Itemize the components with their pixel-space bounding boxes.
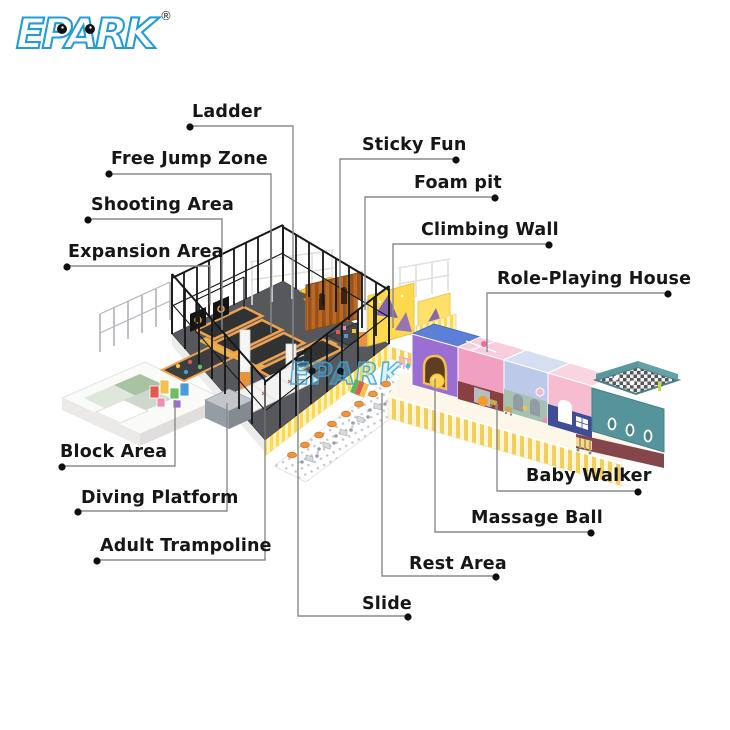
role-playing-house-leader-line — [486, 292, 668, 352]
slide-leader-line — [297, 373, 408, 617]
ladder-leader-line — [190, 125, 294, 370]
court-fence — [171, 224, 390, 440]
trampoline-court: EPARK — [159, 224, 457, 457]
callout-label-block-area: Block Area — [60, 442, 168, 462]
sticky-fun-leader-line — [339, 158, 456, 289]
orange-ball — [477, 395, 489, 407]
block-area-leader-line — [62, 400, 176, 467]
shooting-area-leader-line — [88, 218, 223, 330]
callout-label-free-jump-zone: Free Jump Zone — [111, 149, 268, 169]
diving-platform-leader-line — [78, 403, 228, 512]
callout-label-baby-walker: Baby Walker — [526, 466, 652, 486]
kid-figure — [542, 417, 548, 423]
callout-label-role-playing-house: Role-Playing House — [497, 269, 692, 289]
kid-figure — [405, 363, 411, 369]
scaffold-frames — [249, 249, 451, 305]
ladder-rungs — [295, 348, 305, 371]
brand-logo: EPARK ® — [15, 8, 172, 59]
house-pink-navy — [546, 362, 616, 439]
callout-label-diving-platform: Diving Platform — [81, 488, 239, 508]
logo-eye-glint — [61, 26, 64, 29]
foam-pit-leader-line — [364, 196, 495, 310]
logo-eye-icon — [57, 24, 67, 34]
callout-label-expansion-area: Expansion Area — [68, 242, 224, 262]
logo-eye-icon — [85, 24, 95, 34]
expansion-area-leader-line — [67, 265, 211, 305]
free-jump-zone-leader-line — [109, 173, 272, 333]
kid-figure — [522, 405, 528, 411]
climbing-wall-leader-line — [392, 243, 549, 328]
rest-area-stools — [287, 380, 391, 459]
house-teal — [576, 361, 682, 468]
adult-trampoline-leader-line — [97, 385, 266, 561]
logo-eye-glint — [89, 26, 92, 29]
rest-area-leader-line — [381, 393, 496, 577]
diving-platform-box — [204, 388, 254, 429]
baby-walker-leader-line — [496, 403, 638, 492]
callout-label-rest-area: Rest Area — [409, 554, 507, 574]
role-playing-house-zone — [387, 323, 682, 487]
callout-label-ladder: Ladder — [192, 102, 262, 122]
callout-label-adult-trampoline: Adult Trampoline — [100, 536, 272, 556]
shooting-targets-enclosure — [159, 345, 235, 383]
leader-lines — [62, 125, 668, 617]
leader-dots — [58, 123, 672, 621]
callout-label-sticky-fun: Sticky Fun — [362, 135, 467, 155]
callout-label-climbing-wall: Climbing Wall — [421, 220, 559, 240]
massage-ball-leader-line — [434, 378, 591, 533]
callout-label-shooting-area: Shooting Area — [91, 195, 235, 215]
callout-label-foam-pit: Foam pit — [414, 173, 502, 193]
sticky-fun-wall — [305, 271, 363, 332]
watermark-eye-icon — [336, 367, 344, 375]
toy-blocks — [149, 379, 190, 409]
baby-walkers — [489, 399, 592, 455]
massage-ball — [429, 373, 445, 389]
mini-slide — [350, 379, 370, 398]
callout-label-massage-ball: Massage Ball — [471, 508, 603, 528]
watermark-eye-icon — [308, 367, 316, 375]
registered-mark: ® — [160, 9, 172, 23]
callout-label-slide: Slide — [362, 594, 412, 614]
